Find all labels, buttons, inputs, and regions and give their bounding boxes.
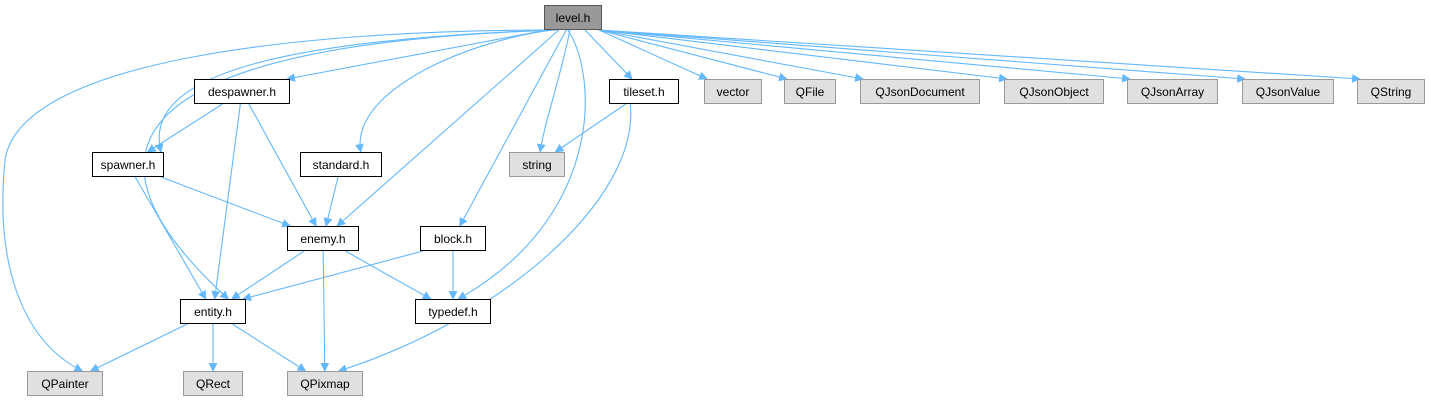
node-level-h[interactable]: level.h [544, 5, 602, 30]
edge-level-to-enemy [336, 29, 560, 227]
edge-level-to-despawner [286, 29, 548, 82]
edge-level-to-vector [598, 29, 708, 80]
node-qjsonvalue: QJsonValue [1242, 79, 1334, 104]
edge-enemy-to-typedef [344, 250, 432, 300]
edge-level-to-qfile [598, 29, 788, 82]
edge-level-to-qjsonobject [598, 29, 1008, 83]
edge-level-to-qstring [598, 29, 1361, 83]
edge-level-to-tileset [584, 29, 633, 80]
node-qjsonarray: QJsonArray [1127, 79, 1218, 104]
edge-block-to-entity [242, 250, 424, 302]
node-typedef-h[interactable]: typedef.h [415, 299, 491, 324]
node-vector: vector [704, 79, 762, 104]
edge-despawner-to-enemy [248, 103, 317, 227]
node-block-h[interactable]: block.h [420, 226, 486, 251]
edge-level-to-standard [355, 29, 554, 153]
edge-level-to-qpainter [2, 29, 556, 372]
edge-level-to-string [536, 29, 571, 153]
edge-standard-to-enemy [323, 176, 339, 227]
node-despawner-h[interactable]: despawner.h [194, 79, 290, 104]
node-standard-h[interactable]: standard.h [300, 152, 382, 177]
edge-tileset-to-qpixmap [337, 103, 632, 373]
edge-level-to-block [459, 29, 567, 227]
node-qrect: QRect [183, 371, 243, 396]
edge-level-to-qjsonvalue [598, 29, 1246, 83]
edge-level-to-qjsonarray [598, 29, 1131, 83]
node-spawner-h[interactable]: spawner.h [92, 152, 164, 177]
node-string: string [509, 152, 565, 177]
edge-entity-to-qpainter [89, 323, 188, 372]
node-tileset-h[interactable]: tileset.h [609, 79, 679, 104]
edge-entity-to-qpixmap [232, 323, 307, 372]
node-qpainter: QPainter [27, 371, 103, 396]
edge-despawner-to-spawner [146, 103, 223, 153]
edge-level-to-qjsondocument [598, 29, 864, 82]
node-qfile: QFile [784, 79, 836, 104]
node-enemy-h[interactable]: enemy.h [287, 226, 359, 251]
edge-tileset-to-string [554, 103, 626, 153]
node-qjsondocument: QJsonDocument [860, 79, 980, 104]
node-qstring: QString [1357, 79, 1425, 104]
edge-despawner-to-entity [211, 103, 241, 300]
node-entity-h[interactable]: entity.h [180, 299, 246, 324]
edge-level-to-typedef [457, 29, 586, 300]
node-qpixmap: QPixmap [287, 371, 363, 396]
edge-spawner-to-entity [134, 176, 207, 300]
edge-spawner-to-enemy [160, 176, 291, 228]
node-qjsonobject: QJsonObject [1004, 79, 1104, 104]
edge-enemy-to-entity [231, 250, 305, 300]
edge-enemy-to-qpixmap [320, 250, 330, 372]
